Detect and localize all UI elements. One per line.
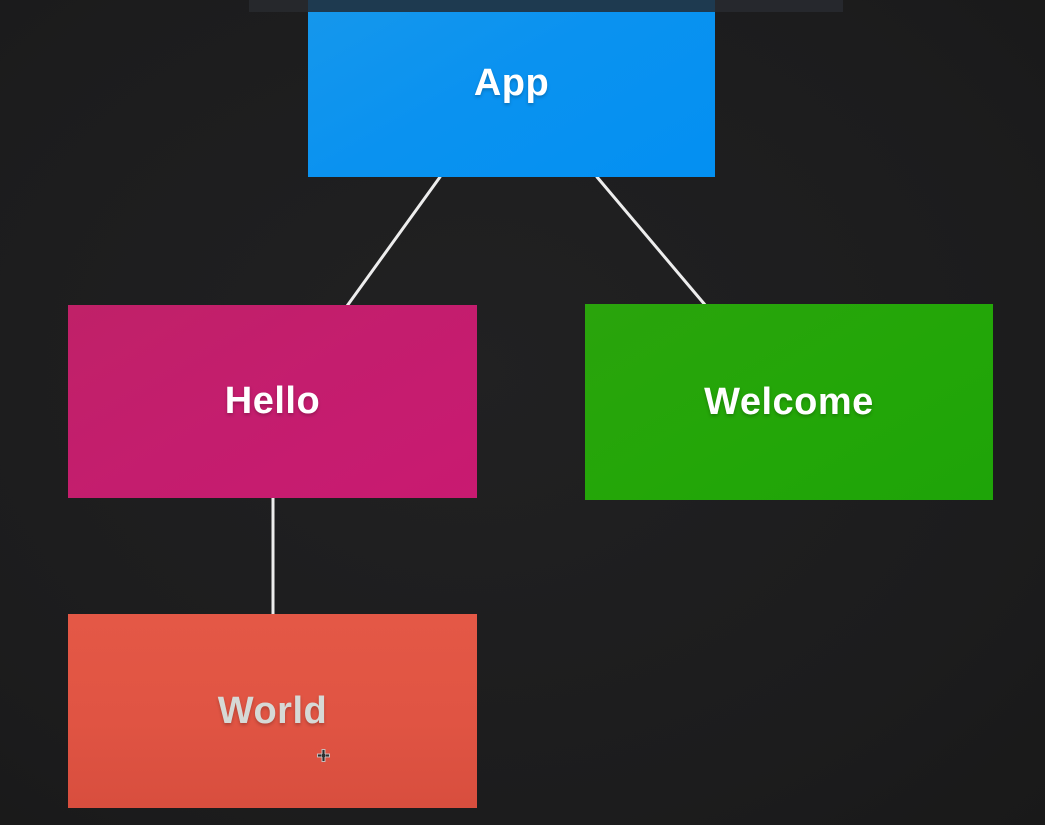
top-bar-segment-left bbox=[249, 0, 308, 12]
node-app: App bbox=[308, 12, 715, 177]
top-bar-segment-navy bbox=[308, 0, 715, 12]
node-app-label: App bbox=[473, 62, 550, 104]
node-welcome-label: Welcome bbox=[704, 380, 874, 423]
node-welcome: Welcome bbox=[585, 304, 993, 500]
top-bar-segment-right bbox=[715, 0, 843, 12]
edge-app-hello bbox=[345, 175, 442, 308]
node-hello-label: Hello bbox=[224, 380, 321, 422]
node-world-label: World bbox=[217, 689, 328, 732]
edge-app-welcome bbox=[595, 175, 708, 308]
node-hello: Hello bbox=[68, 305, 477, 498]
node-world: World bbox=[68, 614, 477, 808]
